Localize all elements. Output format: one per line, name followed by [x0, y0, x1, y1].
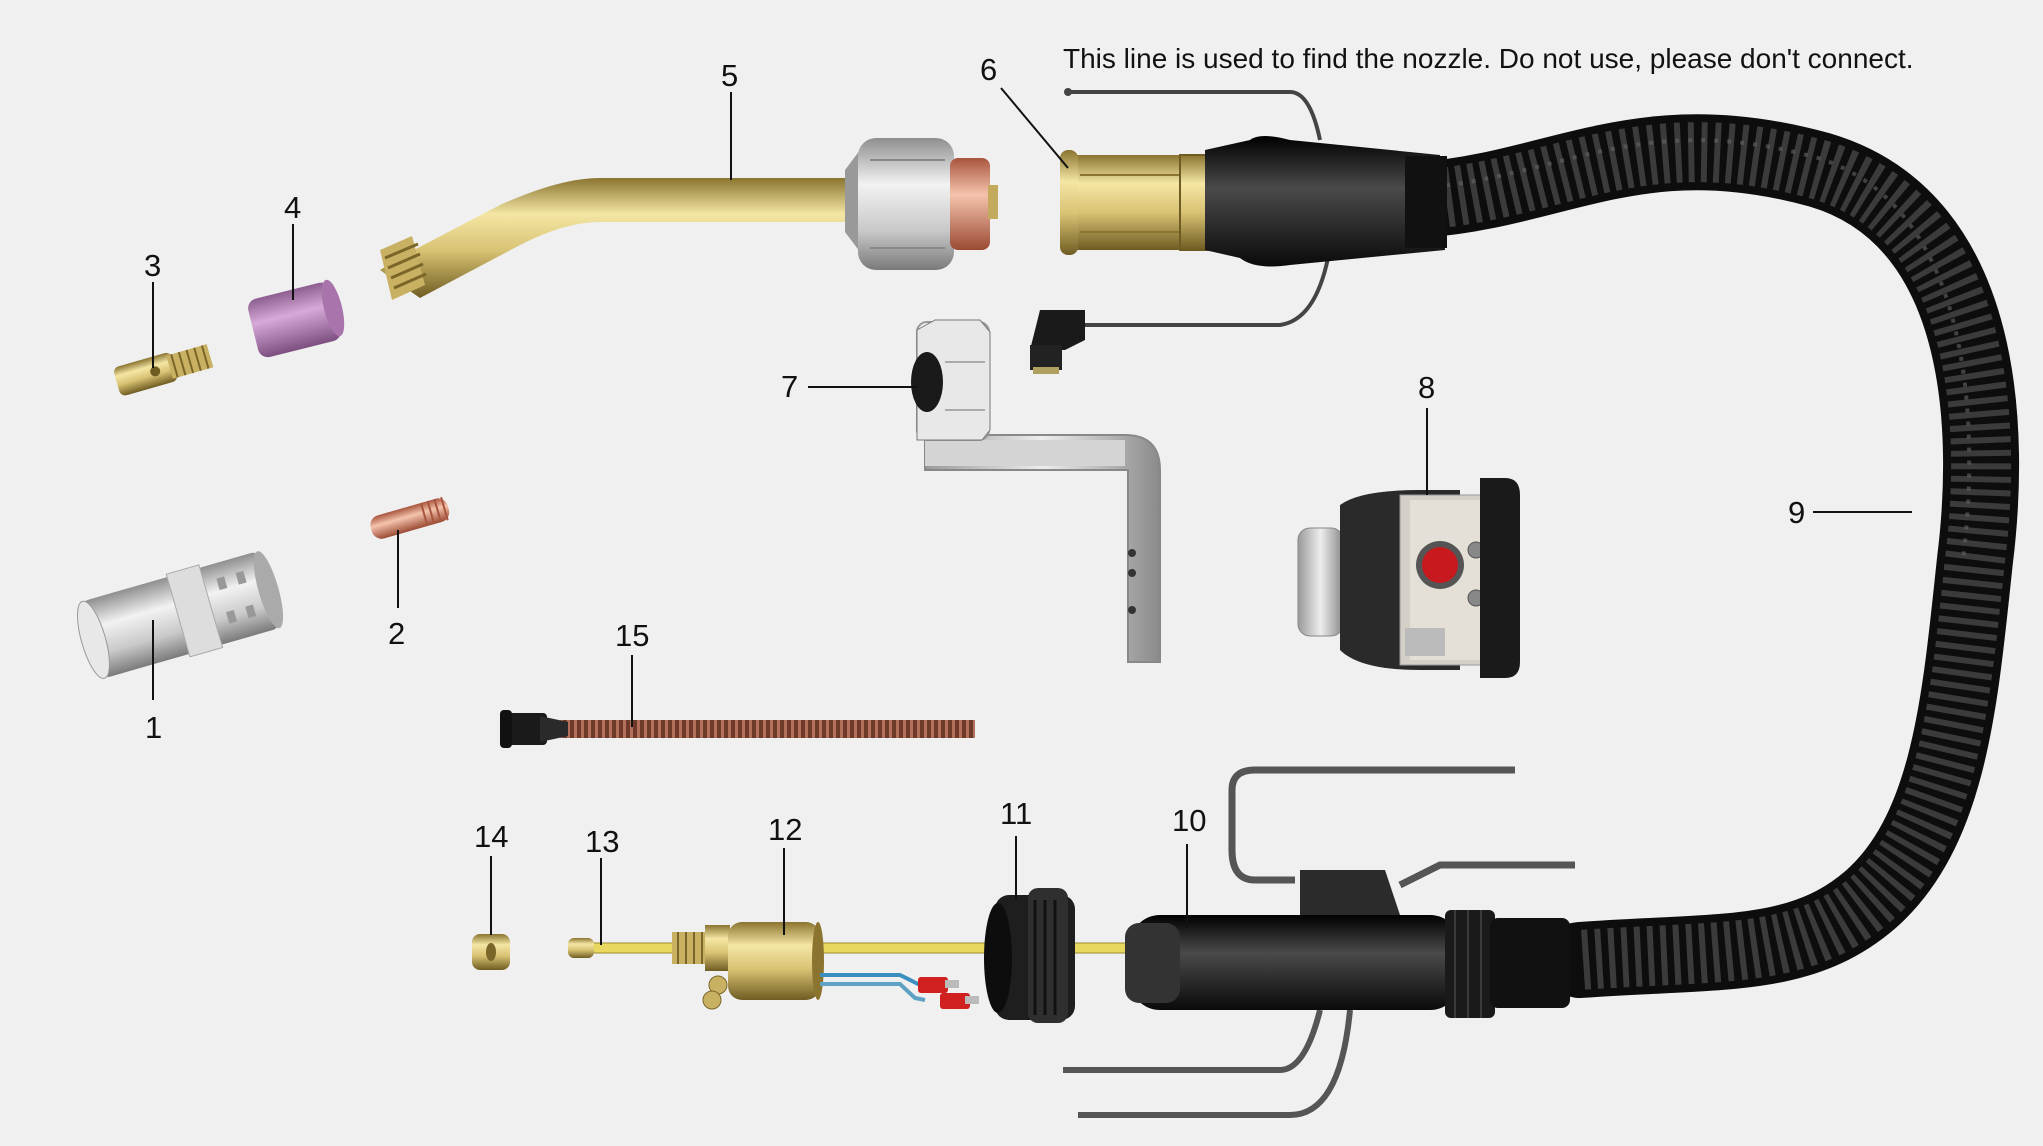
- swan-neck: [380, 138, 998, 300]
- callout-12: 12: [768, 812, 802, 935]
- callout-15: 15: [615, 618, 649, 727]
- contact-tip: [370, 496, 450, 539]
- callout-6-label: 6: [980, 52, 997, 87]
- coupling-nut: [984, 888, 1075, 1023]
- callout-1: 1: [145, 620, 162, 745]
- callout-7: 7: [781, 369, 918, 404]
- callout-8: 8: [1418, 370, 1435, 495]
- callout-3-label: 3: [144, 248, 161, 283]
- callout-4-label: 4: [284, 190, 301, 225]
- callout-9: 9: [1788, 495, 1912, 530]
- callout-1-label: 1: [145, 710, 162, 745]
- callout-11-label: 11: [1000, 796, 1032, 831]
- hose: [1382, 114, 2020, 998]
- callout-11: 11: [1000, 796, 1032, 900]
- rear-connector: [1060, 88, 1447, 327]
- callout-2-label: 2: [388, 616, 405, 651]
- tip-adaptor: [114, 344, 214, 396]
- callout-14: 14: [474, 819, 508, 935]
- wire-liner: [500, 710, 975, 748]
- callout-4: 4: [284, 190, 301, 300]
- ceramic-insulator: [248, 279, 345, 358]
- gas-nozzle: [77, 551, 284, 679]
- callout-9-label: 9: [1788, 495, 1805, 530]
- nozzle-line-note: This line is used to find the nozzle. Do…: [1063, 43, 1914, 74]
- torch-handle: [1063, 766, 1575, 1118]
- mounting-bracket: [911, 319, 1161, 663]
- switch-module: [1297, 478, 1520, 678]
- callout-13: 13: [585, 824, 619, 945]
- callout-14-label: 14: [474, 819, 508, 854]
- sensor-plug: [1030, 310, 1085, 374]
- callout-7-label: 7: [781, 369, 798, 404]
- small-nut: [472, 934, 510, 970]
- callout-2: 2: [388, 530, 405, 651]
- callout-5-label: 5: [721, 58, 738, 93]
- callout-5: 5: [721, 58, 738, 180]
- callout-15-label: 15: [615, 618, 649, 653]
- callout-8-label: 8: [1418, 370, 1435, 405]
- callout-10: 10: [1172, 803, 1206, 928]
- callout-12-label: 12: [768, 812, 802, 847]
- callout-10-label: 10: [1172, 803, 1206, 838]
- callout-3: 3: [144, 248, 161, 368]
- callout-6: 6: [980, 52, 1069, 169]
- central-adaptor: [568, 922, 1141, 1010]
- callout-13-label: 13: [585, 824, 619, 859]
- callout-6-leader: [1000, 87, 1069, 169]
